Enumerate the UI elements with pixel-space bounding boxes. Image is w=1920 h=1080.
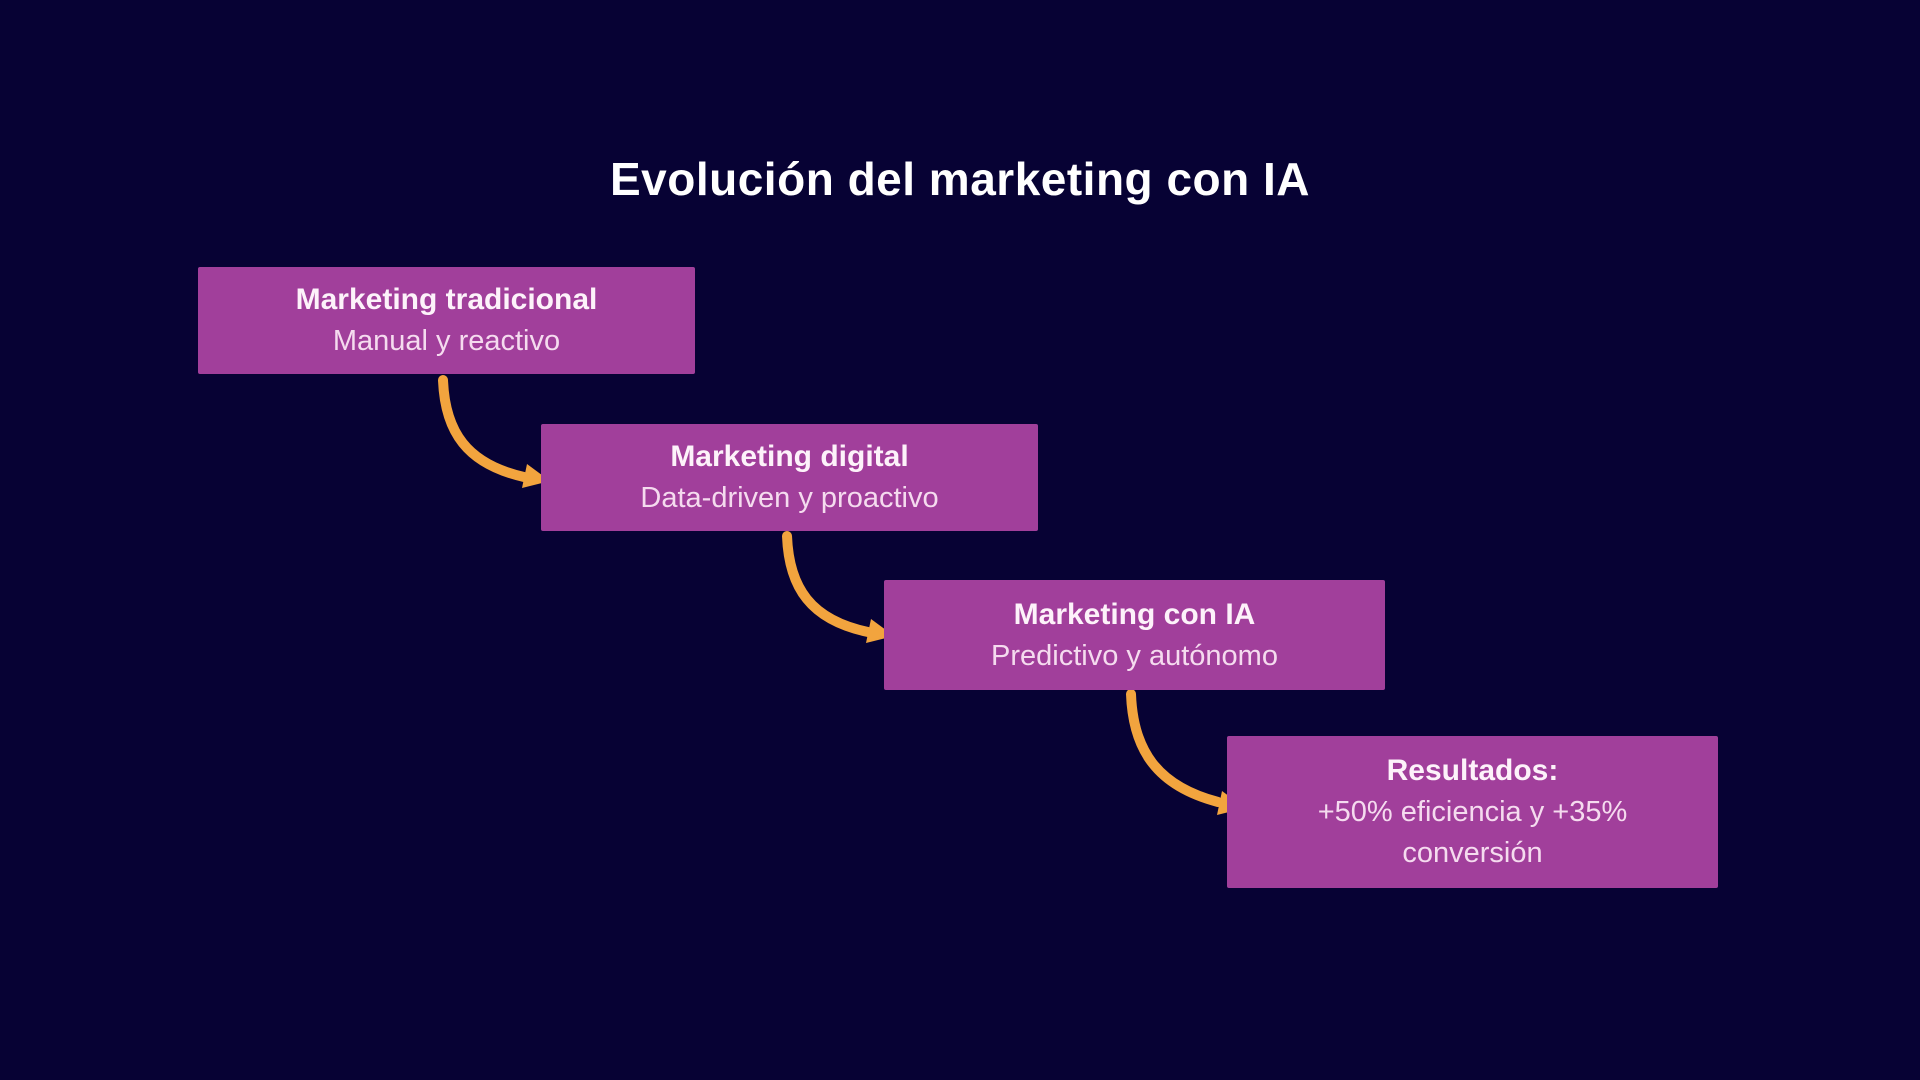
step-subtitle: Manual y reactivo: [332, 325, 561, 358]
curved-arrow-icon: [438, 375, 550, 488]
step-heading: Marketing tradicional: [295, 283, 598, 317]
step-box-marketing-digital: Marketing digital Data-driven y proactiv…: [541, 424, 1038, 531]
step-heading: Marketing digital: [670, 440, 909, 474]
step-heading: Resultados:: [1386, 754, 1559, 788]
step-subtitle: Data-driven y proactivo: [640, 482, 939, 515]
curved-arrow-icon: [782, 531, 894, 643]
step-box-marketing-con-ia: Marketing con IA Predictivo y autónomo: [884, 580, 1385, 690]
step-subtitle: +50% eficiencia y +35% conversión: [1317, 796, 1628, 869]
step-subtitle: Predictivo y autónomo: [991, 639, 1278, 672]
step-heading: Marketing con IA: [1013, 597, 1256, 631]
step-box-marketing-tradicional: Marketing tradicional Manual y reactivo: [198, 267, 695, 374]
page-title: Evolución del marketing con IA: [609, 153, 1310, 205]
step-box-resultados: Resultados: +50% eficiencia y +35% conve…: [1227, 736, 1718, 888]
